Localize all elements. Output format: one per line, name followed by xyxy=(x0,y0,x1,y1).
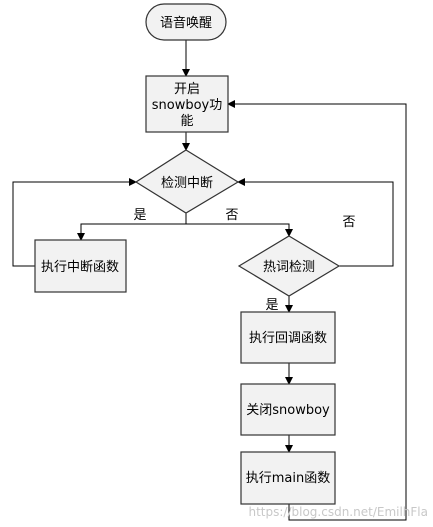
hotword-no-label: 否 xyxy=(342,215,355,230)
close-snowboy-label: 关闭snowboy xyxy=(246,403,330,418)
exec-interrupt-node xyxy=(34,239,127,293)
start-node-label: 语音唤醒 xyxy=(160,15,212,31)
start-node xyxy=(145,3,227,41)
hotword-check-node xyxy=(237,235,341,297)
edge-exec-interrupt-loop xyxy=(12,178,137,267)
enable-snowboy-node xyxy=(145,75,229,133)
edge-hotword-no-loop xyxy=(237,178,394,267)
enable-snowboy-label-line2: snowboy功 xyxy=(152,98,223,113)
close-snowboy-node xyxy=(240,383,336,436)
exec-callback-label: 执行回调函数 xyxy=(249,331,327,346)
exec-callback-node xyxy=(240,311,336,364)
edge-check-no-to-hotword xyxy=(186,223,293,237)
exec-interrupt-label: 执行中断函数 xyxy=(41,260,119,275)
interrupt-yes-label: 是 xyxy=(133,208,146,223)
edge-main-loop-to-enable xyxy=(227,100,407,521)
interrupt-no-label: 否 xyxy=(225,208,238,223)
check-interrupt-label: 检测中断 xyxy=(161,176,213,191)
hotword-yes-label: 是 xyxy=(265,298,278,313)
watermark: https://blog.csdn.net/EmilhFla xyxy=(249,505,429,519)
exec-main-label: 执行main函数 xyxy=(246,471,330,486)
exec-main-node xyxy=(240,451,336,505)
enable-snowboy-label-line1: 开启 xyxy=(174,82,200,97)
edge-check-yes-to-exec-interrupt xyxy=(77,223,186,241)
hotword-check-label: 热词检测 xyxy=(263,260,315,275)
check-interrupt-node xyxy=(134,149,240,214)
enable-snowboy-label-line3: 能 xyxy=(180,114,193,129)
